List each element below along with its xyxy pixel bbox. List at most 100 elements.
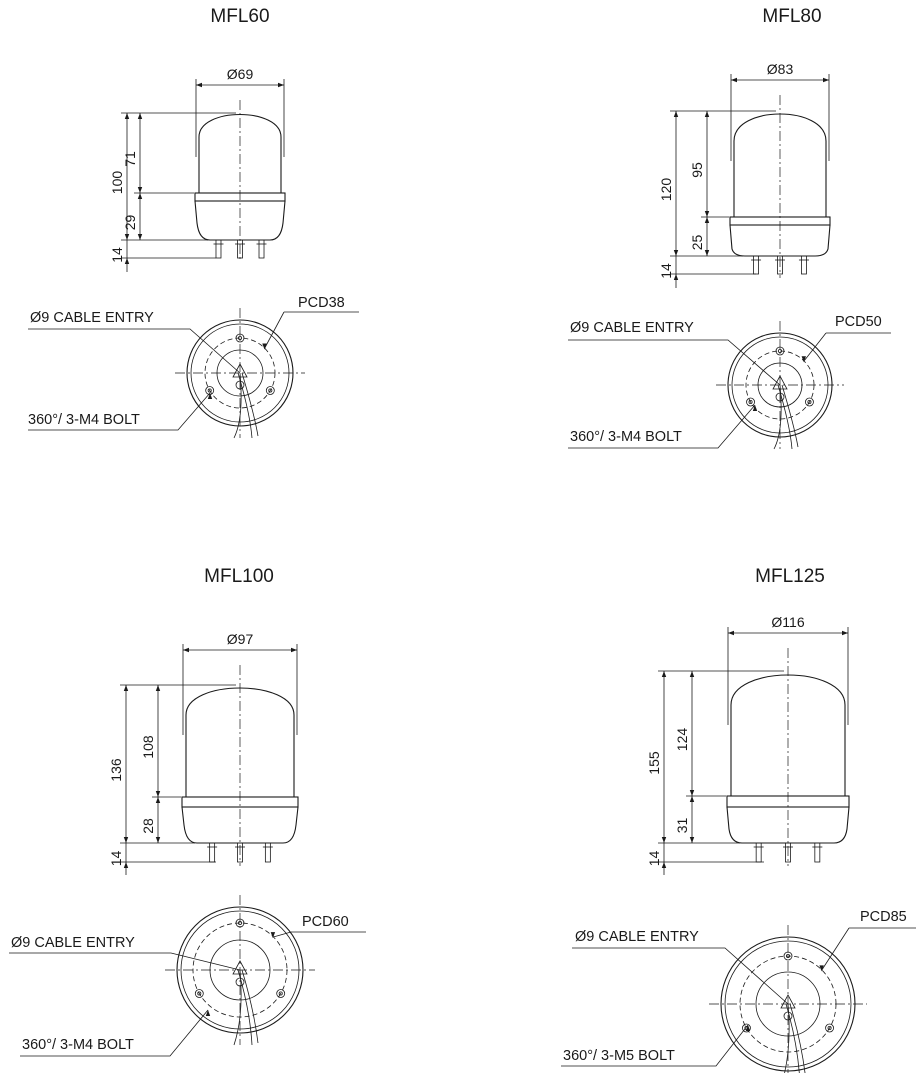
dimension-arrowhead <box>123 862 129 868</box>
bolt-hole-center <box>207 388 212 393</box>
base-height-label: 28 <box>140 818 156 834</box>
diameter-label: Ø116 <box>771 614 804 630</box>
bolt-hole <box>783 951 793 961</box>
pcd-leader <box>264 311 285 349</box>
mounting-bolt <box>777 255 783 275</box>
diameter-label: Ø83 <box>767 61 794 77</box>
dimension-arrowhead <box>673 274 679 280</box>
diameter-label: Ø97 <box>227 631 254 647</box>
total-height-label: 120 <box>658 178 674 202</box>
dimension-arrowhead <box>823 77 829 83</box>
bolt-hole <box>194 989 204 998</box>
bolt-spec-leader <box>20 1009 209 1057</box>
bolt-hole <box>775 346 785 356</box>
dimension-arrowhead <box>278 82 284 88</box>
dimension-arrowhead <box>731 77 737 83</box>
bolt-spec-label: 360°/ 3-M4 BOLT <box>22 1037 134 1053</box>
pcd-label: PCD38 <box>298 295 345 311</box>
dimension-arrowhead <box>689 837 695 843</box>
dimension-arrowhead <box>752 405 758 411</box>
bolt-hole-center <box>748 399 753 404</box>
bolt-hole-center <box>268 388 273 393</box>
dimension-arrowhead <box>137 113 143 119</box>
mounting-bolt <box>215 239 222 259</box>
base-inner-circle <box>724 940 852 1068</box>
mounting-bolt <box>755 842 762 863</box>
cable-wire <box>785 1003 800 1073</box>
bolt-hole <box>235 333 245 343</box>
dimension-arrowhead <box>704 111 710 117</box>
dome-height-label: 95 <box>689 162 705 178</box>
mounting-bolt <box>237 842 243 863</box>
dimension-arrowhead <box>673 250 679 256</box>
cable-entry-label: Ø9 CABLE ENTRY <box>30 310 154 326</box>
bolt-spec-leader <box>568 404 756 449</box>
bolt-length-label: 14 <box>646 851 662 867</box>
mounting-bolt <box>258 239 265 259</box>
bolt-length-label: 14 <box>109 247 125 263</box>
pcd-label: PCD60 <box>302 914 349 930</box>
bottom-view: PCD38 Ø9 CABLE ENTRY 360°/ 3-M4 BOLT <box>28 295 359 439</box>
dimension-arrowhead <box>124 234 130 240</box>
dimension-arrowhead <box>689 796 695 802</box>
pcd-leader <box>821 927 850 971</box>
total-height-label: 136 <box>108 758 124 782</box>
dimension-arrowhead <box>137 187 143 193</box>
bolt-hole-center <box>807 399 812 404</box>
dimension-arrowhead <box>661 862 667 868</box>
cable-wire <box>241 969 259 1044</box>
dimension-arrowhead <box>704 217 710 223</box>
model-title: MFL100 <box>204 566 274 587</box>
dimension-arrowhead <box>262 343 267 350</box>
cable-entry-leader <box>28 328 241 374</box>
bolt-hole-center <box>278 991 283 996</box>
dome-outline <box>733 113 827 217</box>
base-outline-circle <box>176 906 304 1034</box>
dimension-arrowhead <box>689 790 695 796</box>
dimension-arrowhead <box>196 82 202 88</box>
mounting-bolt <box>801 255 807 275</box>
dimension-arrowhead <box>728 630 734 636</box>
base-height-label: 25 <box>689 235 705 251</box>
dimension-arrowhead <box>183 647 189 653</box>
dimension-arrowhead <box>207 393 213 399</box>
cable-entry-leader <box>572 947 789 1005</box>
cable-entry-label: Ø9 CABLE ENTRY <box>575 929 699 945</box>
cable-entry-leader <box>568 339 781 386</box>
base-height-label: 29 <box>122 215 138 231</box>
dimension-arrowhead <box>704 211 710 217</box>
bolt-hole-center <box>237 921 242 926</box>
bolt-hole <box>805 397 814 407</box>
bolt-spec-label: 360°/ 3-M4 BOLT <box>28 412 140 428</box>
dimension-arrowhead <box>801 356 806 363</box>
dimension-arrowhead <box>842 630 848 636</box>
bolt-length-label: 14 <box>108 851 124 867</box>
bolt-spec-label: 360°/ 3-M4 BOLT <box>570 429 682 445</box>
bolt-hole-center <box>197 991 202 996</box>
cable-entry-label: Ø9 CABLE ENTRY <box>11 935 135 951</box>
bolt-spec-label: 360°/ 3-M5 BOLT <box>563 1048 675 1064</box>
diameter-label: Ø69 <box>227 66 254 82</box>
dimension-arrowhead <box>155 797 161 803</box>
bolt-hole <box>742 1023 751 1033</box>
cable-wire <box>233 372 242 439</box>
dimension-arrowhead <box>661 837 667 843</box>
bolt-hole <box>825 1023 834 1033</box>
cable-wire <box>773 384 782 450</box>
dimension-arrowhead <box>137 193 143 199</box>
bolt-hole-center <box>827 1026 832 1031</box>
dimension-arrowhead <box>155 791 161 797</box>
model-title: MFL80 <box>762 6 821 27</box>
pcd-label: PCD50 <box>835 314 882 330</box>
cable-wire <box>241 372 259 437</box>
dome-height-label: 71 <box>122 151 138 167</box>
